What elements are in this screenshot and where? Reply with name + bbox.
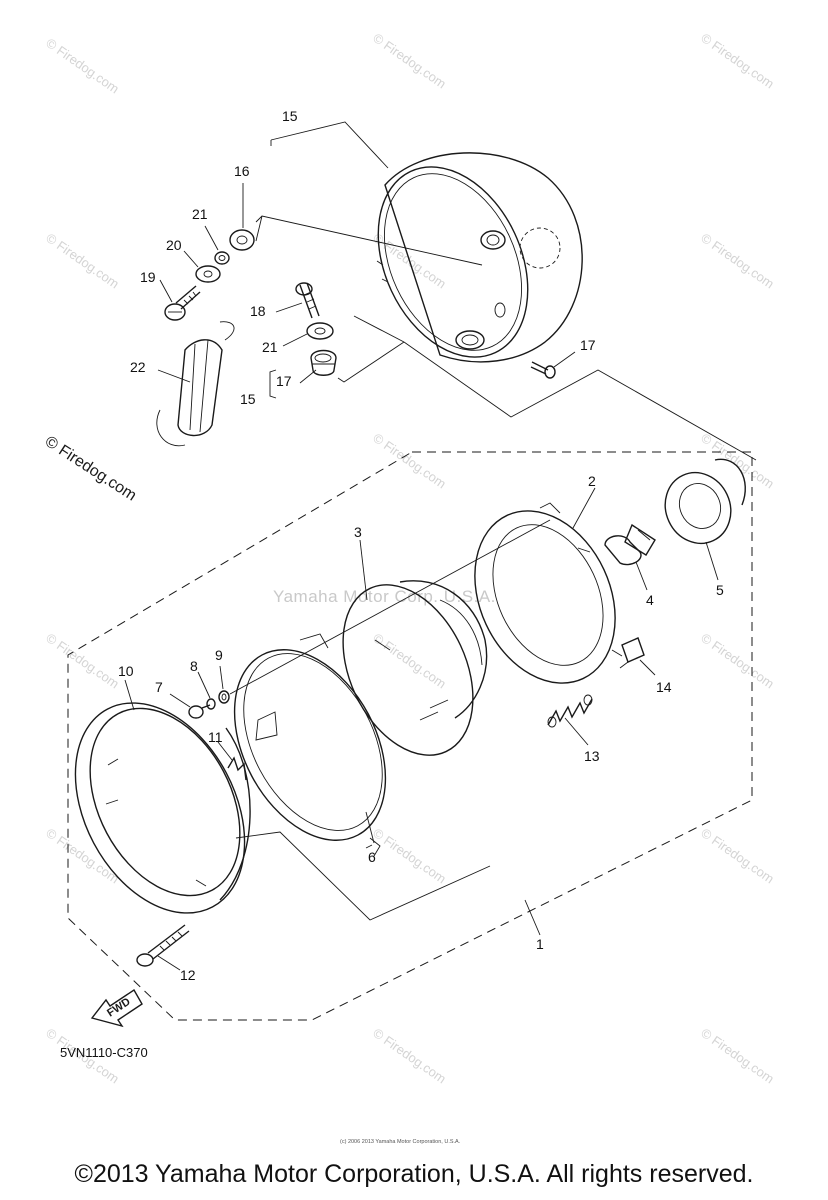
forward-arrow-icon: FWD [90,989,143,1028]
part-label-15: 15 [282,108,298,124]
watermark-tile: © Firedog.com [43,825,122,886]
screw-12 [136,924,190,967]
collar-22 [214,251,230,265]
part-label-16: 16 [234,163,250,179]
watermark-tile: © Firedog.com [43,630,122,691]
part-label-6: 6 [368,849,376,865]
watermark-tile: © Firedog.com [370,630,449,691]
copyright-notice: ©2013 Yamaha Motor Corporation, U.S.A. A… [74,1160,754,1188]
part-label-21-lower: 21 [262,339,278,355]
watermark-tile: © Firedog.com [698,825,777,886]
watermark-tile: © Firedog.com [698,430,777,491]
watermark-tile: © Firedog.com [698,30,777,91]
nut-9 [218,690,230,704]
bulb-4 [604,523,656,566]
washer-21-upper [195,265,221,283]
part-label-13: 13 [584,748,600,764]
headlight-housing [376,152,583,363]
part-label-2: 2 [588,473,596,489]
fwd-label: FWD [105,996,133,1020]
screw-18 [530,361,556,379]
part-label-5: 5 [716,582,724,598]
part-label-22: 21 [192,206,208,222]
part-label-7: 7 [155,679,163,695]
part-label-9: 9 [215,647,223,663]
watermark-tile: © Firedog.com [370,430,449,491]
watermark-tile: © Firedog.com [370,30,449,91]
bolt-19 [295,282,320,319]
part-label-19: 18 [250,303,266,319]
socket-14 [619,637,645,669]
spring-clip-11 [227,756,247,781]
part-label-20: 19 [140,269,156,285]
center-watermark: Yamaha Motor Corp. U.S.A. [273,587,496,606]
screw-7 [188,704,211,719]
spring-13 [547,694,593,728]
assembly-1-boundary [67,451,753,1021]
part-label-8: 8 [190,658,198,674]
watermark-tile: © Firedog.com [698,630,777,691]
grommet-17 [310,349,337,376]
part-label-1: 1 [536,936,544,952]
drawing-code: 5VN1110-C370 [60,1045,148,1060]
mounting-ring-2 [474,502,623,684]
part-label-11: 11 [208,729,223,745]
part-label-18: 17 [580,337,596,353]
bulb-cover-5 [664,458,746,545]
part-label-14: 14 [656,679,672,695]
grommet-16 [229,229,255,251]
watermark-tile: © Firedog.com [370,1025,449,1086]
part-label-23: 22 [130,359,146,375]
watermark-tile: © Firedog.com [698,230,777,291]
cable-23 [156,321,235,447]
fine-print: (c) 2006 2013 Yamaha Motor Corporation, … [340,1139,461,1145]
part-label-15-lower: 15 [240,391,256,407]
watermark-tiles: © Firedog.com © Firedog.com © Firedog.co… [43,30,777,1086]
washer-21-lower [306,322,334,340]
part-label-21-upper: 20 [166,237,182,253]
watermark-tile: © Firedog.com [370,825,449,886]
part-label-4: 4 [646,592,654,608]
part-label-12: 12 [180,967,196,983]
headlight-rim-10 [74,702,251,914]
watermark-tile: © Firedog.com [43,230,122,291]
side-watermark: © Firedog.com [42,433,139,505]
part-label-17: 17 [276,373,292,389]
washer-8 [206,698,216,710]
watermark-tile: © Firedog.com [43,35,122,96]
part-label-10: 10 [118,663,134,679]
bolt-20 [164,285,201,321]
lens-unit-3 [342,580,488,756]
watermark-tile: © Firedog.com [698,1025,777,1086]
part-label-3: 3 [354,524,362,540]
